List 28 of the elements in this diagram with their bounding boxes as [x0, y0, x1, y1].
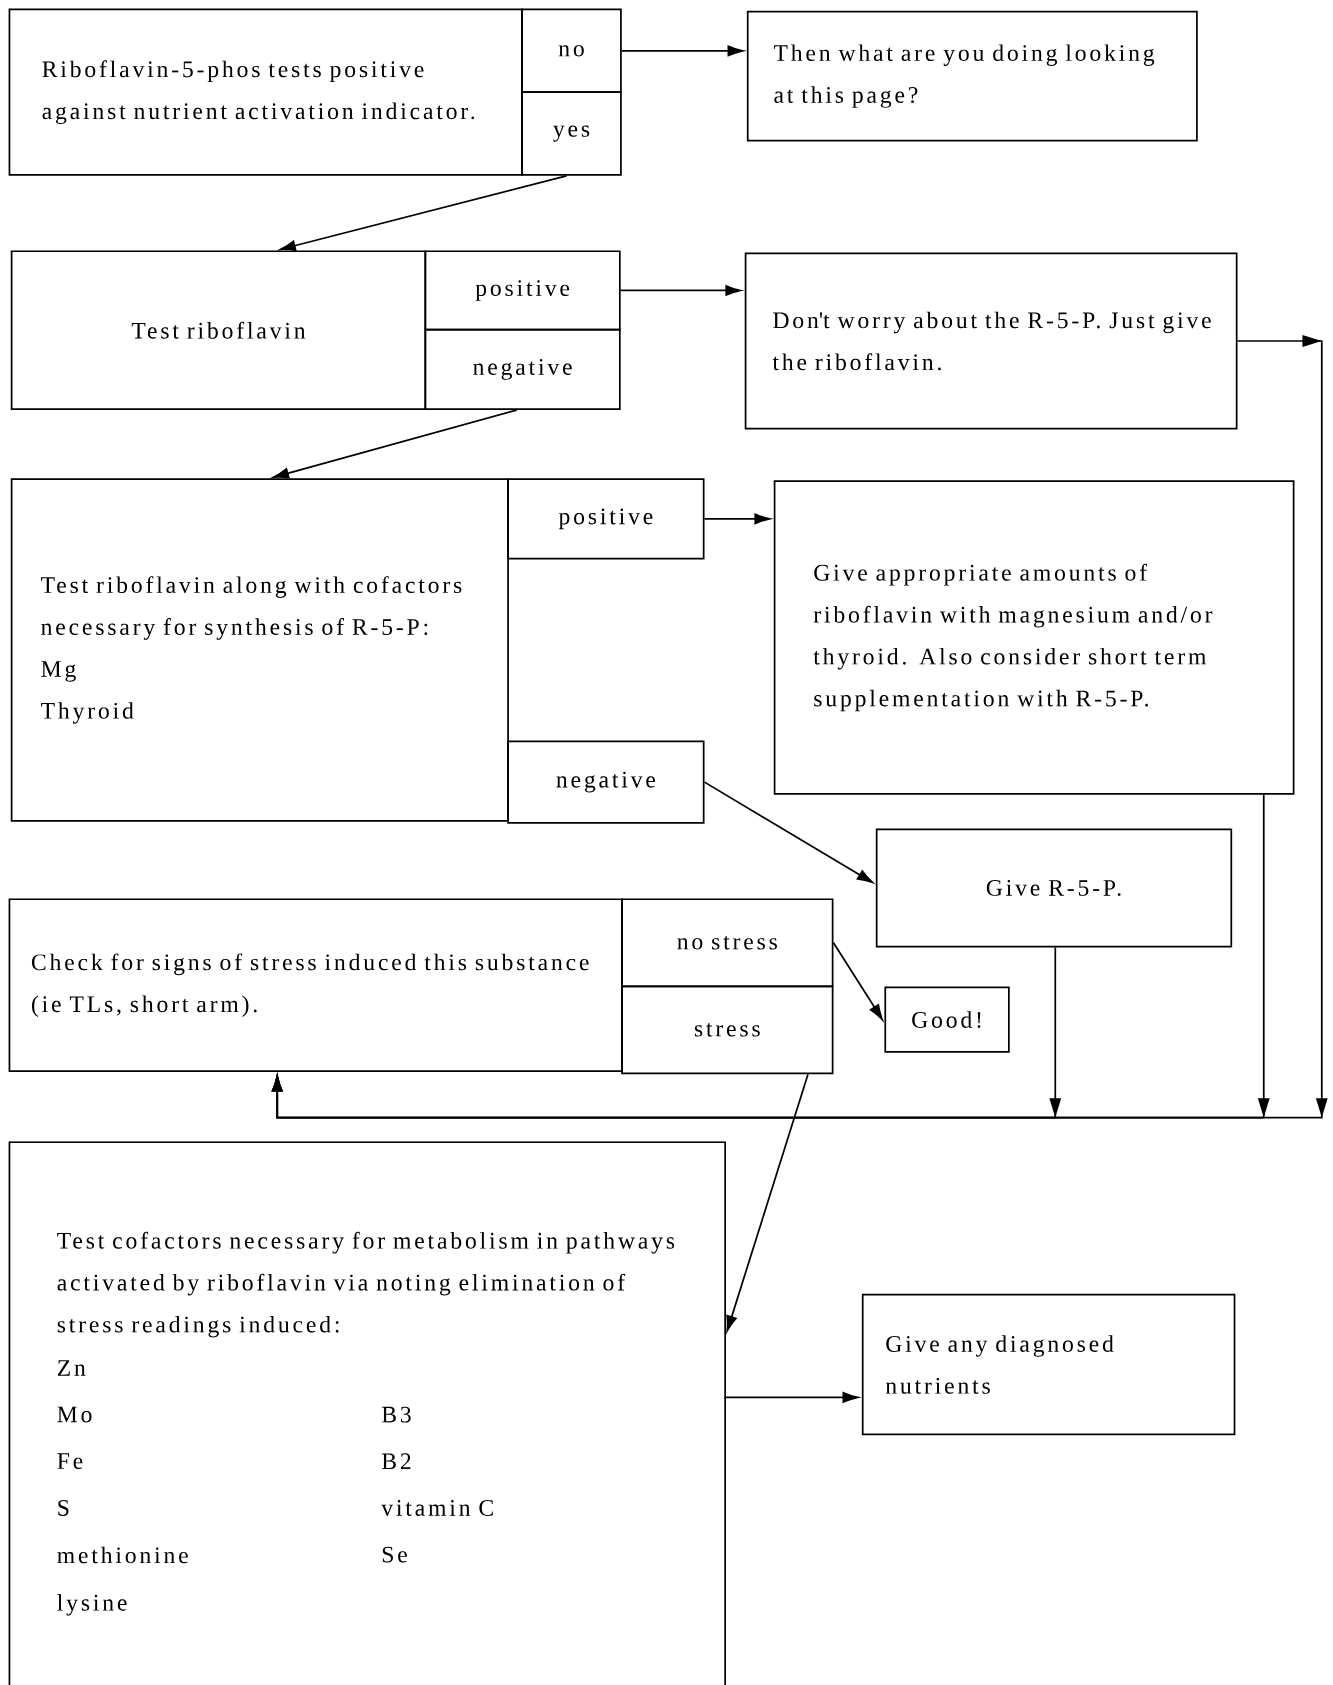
result-box: Give R-5-P. [876, 828, 1233, 948]
process-box: Test cofactors necessary for metabolism in pathways activated by riboflavin via noting elimination of stress readings induced: Zn Mo B3 Fe B2 S vitamin C methionine Se lysine [8, 1141, 727, 1685]
option-cell: negative [424, 328, 621, 411]
arrow [725, 1391, 859, 1403]
result-box: Don't worry about the R-5-P. Just give the riboflavin. [744, 252, 1238, 430]
arrow [272, 946, 1062, 1119]
arrow [832, 941, 884, 1021]
result-box: Then what are you doing looking at this page? [747, 10, 1198, 142]
result-box: Give any diagnosed nutrients [862, 1293, 1236, 1436]
arrow [726, 1073, 810, 1332]
option-cell: no [521, 8, 622, 94]
option-cell: no stress [621, 898, 834, 988]
arrow [703, 781, 874, 884]
result-box: Good! [884, 986, 1010, 1053]
option-cell: stress [621, 985, 834, 1075]
arrow [621, 45, 744, 57]
process-box: Riboflavin-5-phos tests positive against nutrient activation indicator. [8, 8, 524, 176]
process-box: Test riboflavin [11, 250, 427, 411]
option-cell: positive [507, 478, 705, 560]
arrow [703, 513, 771, 525]
process-box: Check for signs of stress induced this substance (ie TLs, short arm). [8, 898, 624, 1073]
option-cell: positive [424, 250, 621, 331]
result-box: Give appropriate amounts of riboflavin with magnesium and/or thyroid. Also consider short term supplementation with R-5-P. [773, 480, 1295, 795]
arrow [280, 174, 568, 252]
option-cell: yes [521, 91, 622, 176]
process-box: Test riboflavin along with cofactors necessary for synthesis of R-5-P: Mg Thyroid [11, 478, 510, 822]
arrow [273, 409, 518, 479]
option-cell: negative [507, 740, 705, 824]
